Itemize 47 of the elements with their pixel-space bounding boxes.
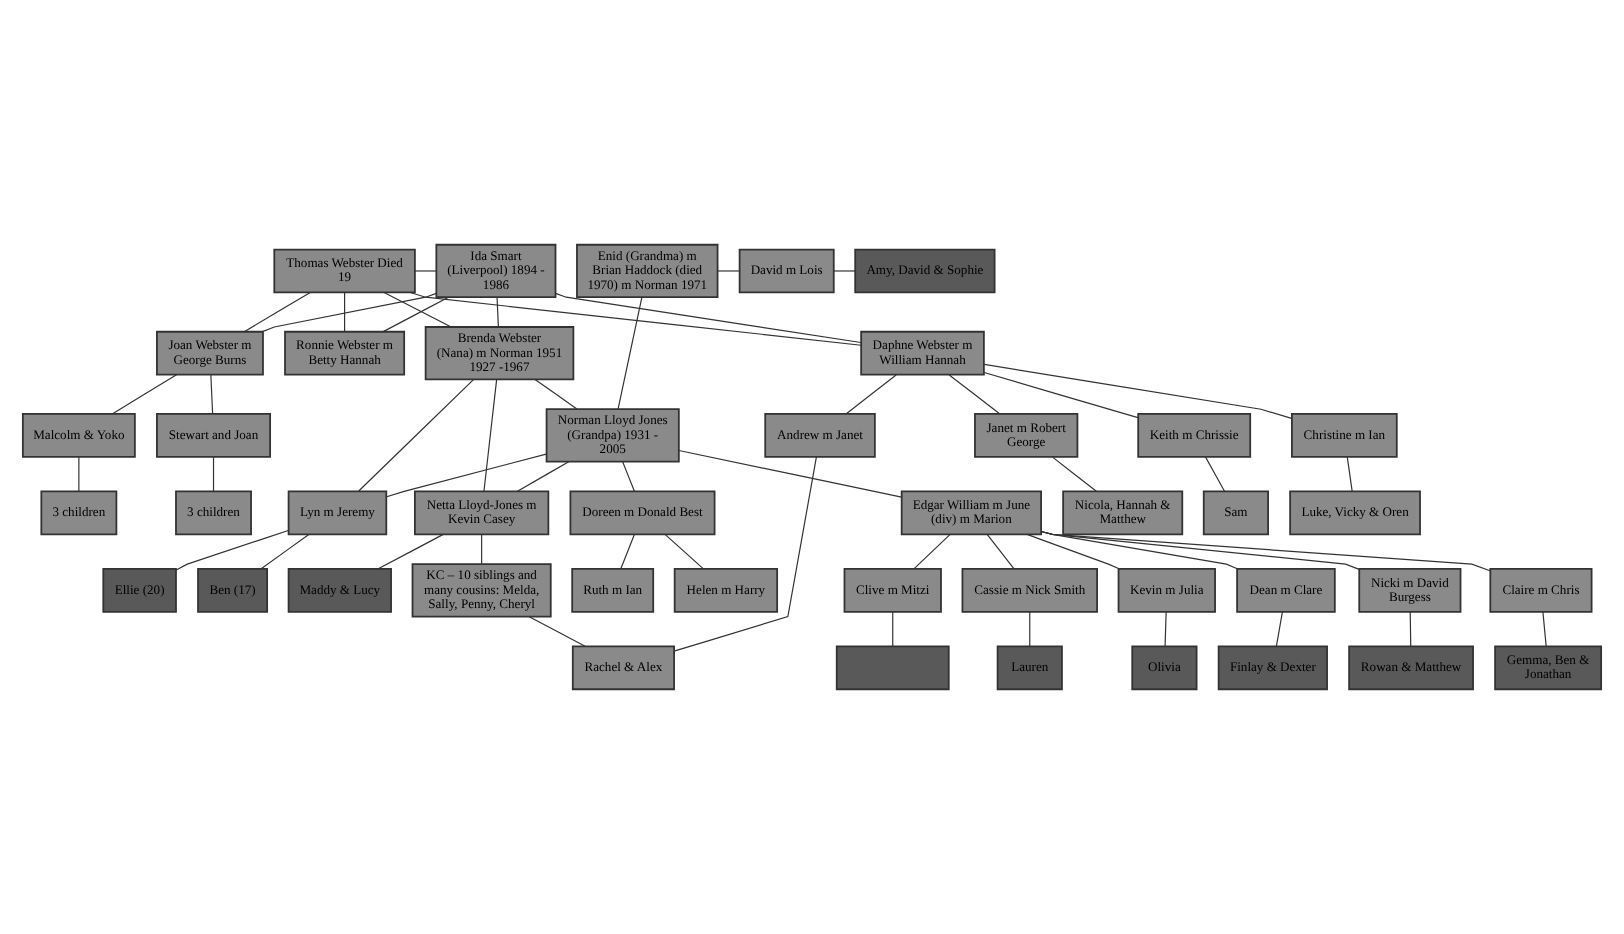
connector <box>409 291 862 346</box>
connector <box>414 270 437 272</box>
connector <box>1205 456 1226 492</box>
connector <box>496 296 499 328</box>
connector <box>892 611 894 647</box>
connector <box>344 292 346 332</box>
connector <box>1026 533 1120 570</box>
connector <box>845 374 897 415</box>
connector <box>261 292 437 333</box>
connector <box>673 456 817 652</box>
node-box <box>835 645 950 691</box>
connector <box>1164 611 1167 647</box>
connector <box>1346 456 1353 492</box>
connector <box>534 378 578 410</box>
connector <box>483 379 498 492</box>
connector <box>386 453 547 498</box>
connector <box>948 374 1001 415</box>
connector <box>833 270 856 272</box>
connector <box>1275 611 1283 647</box>
connector <box>1409 611 1412 647</box>
connector <box>358 379 475 492</box>
connector <box>1051 456 1097 492</box>
connector <box>175 529 289 571</box>
connector <box>243 291 311 333</box>
connector <box>622 461 635 492</box>
connector <box>377 533 444 570</box>
connector <box>260 534 310 570</box>
connector <box>983 371 1139 419</box>
connector <box>913 534 951 570</box>
connector <box>678 449 903 498</box>
connector <box>516 461 570 492</box>
connector <box>983 363 1293 419</box>
connector <box>986 534 1015 570</box>
connector <box>78 456 80 492</box>
connector <box>620 534 635 570</box>
connector <box>554 292 862 344</box>
connector <box>717 270 740 272</box>
connector <box>212 456 215 492</box>
connector <box>528 616 586 647</box>
connector <box>617 296 643 410</box>
connector <box>210 374 214 415</box>
connector <box>1542 611 1547 647</box>
connector <box>481 534 483 565</box>
connector <box>1029 611 1031 647</box>
connector <box>664 534 704 570</box>
connector <box>111 374 178 415</box>
connector <box>1040 530 1491 572</box>
